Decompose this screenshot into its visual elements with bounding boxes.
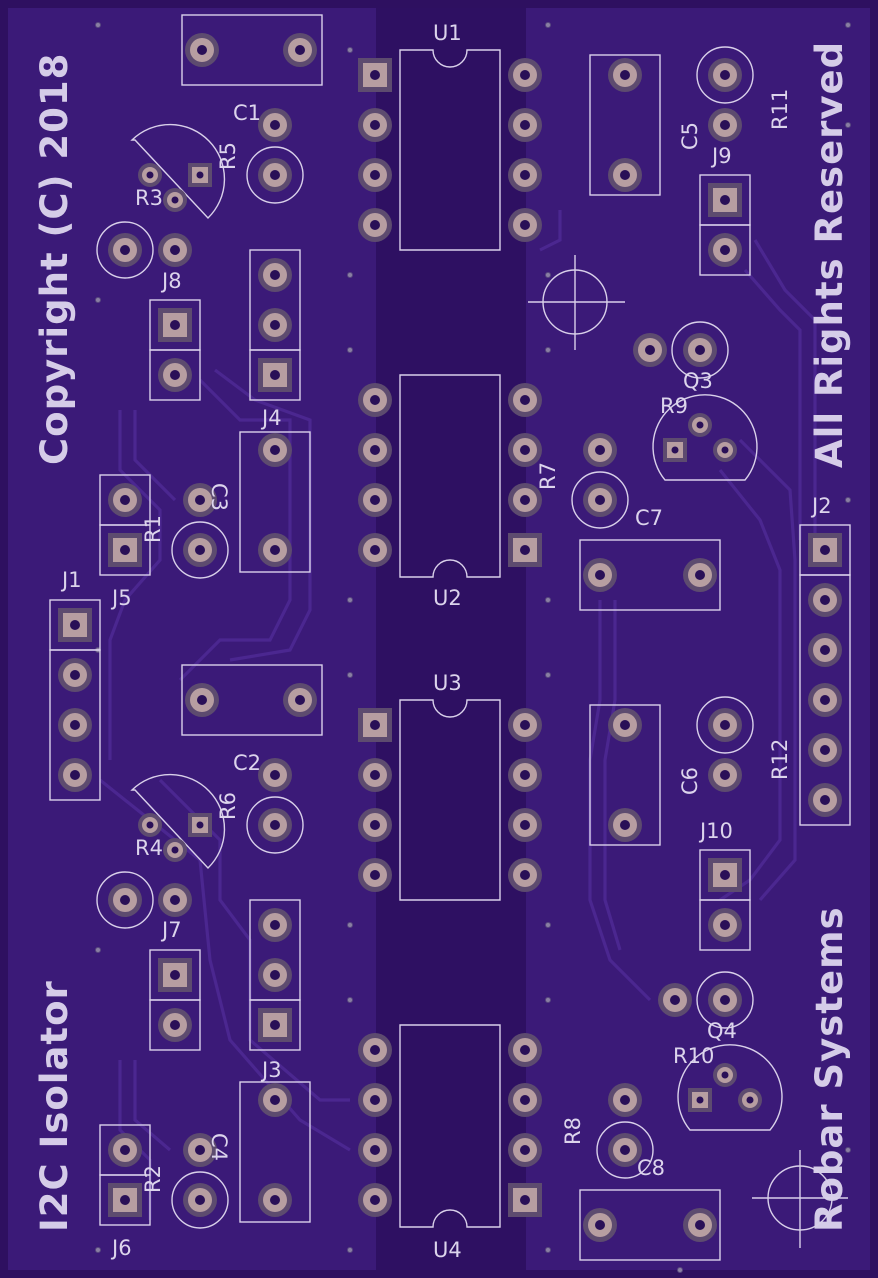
label-c3: C3 xyxy=(207,483,231,511)
transistor-q4 xyxy=(677,1044,783,1131)
part-r7-rect xyxy=(579,539,721,611)
label-c8: C8 xyxy=(637,1156,665,1180)
header-j6 xyxy=(99,1124,151,1226)
label-j6: J6 xyxy=(110,1236,132,1260)
label-c7: C7 xyxy=(635,506,663,530)
header-j5 xyxy=(99,474,151,576)
label-r4: R4 xyxy=(135,836,163,860)
part-r8-rect xyxy=(579,1189,721,1261)
label-j1: J1 xyxy=(60,568,82,592)
label-j10: J10 xyxy=(698,819,733,843)
label-r6: R6 xyxy=(216,792,240,820)
label-c4: C4 xyxy=(207,1133,231,1161)
label-j3: J3 xyxy=(260,1058,282,1082)
ic-u1 xyxy=(358,49,542,251)
fiducial-bottom xyxy=(752,1150,848,1248)
header-j4 xyxy=(249,249,301,401)
label-c5: C5 xyxy=(678,122,702,150)
rights-text: All Rights Reserved xyxy=(808,41,851,468)
ic-u4 xyxy=(358,1024,542,1228)
label-r12: R12 xyxy=(768,739,792,780)
label-c1: C1 xyxy=(233,101,261,125)
transistor-q2 xyxy=(130,773,226,870)
fiducial-top xyxy=(528,255,625,350)
part-c6-rect xyxy=(589,704,661,846)
res-r10 xyxy=(658,971,754,1029)
res-r4 xyxy=(96,871,192,929)
company-text: Robar Systems xyxy=(808,906,851,1232)
header-j10 xyxy=(699,849,751,951)
label-j8: J8 xyxy=(160,269,182,293)
label-r10: R10 xyxy=(673,1044,714,1068)
label-u1: U1 xyxy=(433,21,462,45)
label-q3: Q3 xyxy=(683,369,713,393)
res-r3 xyxy=(96,221,192,279)
cap-c3 xyxy=(171,483,229,579)
label-q4: Q4 xyxy=(707,1019,737,1043)
cap-c4 xyxy=(171,1133,229,1229)
part-j4-rect xyxy=(239,431,311,573)
vias xyxy=(95,22,851,1273)
label-j5: J5 xyxy=(110,586,132,610)
label-j7: J7 xyxy=(160,918,182,942)
cap-c2 xyxy=(246,758,304,854)
label-r11: R11 xyxy=(768,89,792,130)
header-j9 xyxy=(699,174,751,276)
transistor-q3 xyxy=(652,394,758,481)
isolation-channel xyxy=(376,8,526,1270)
res-r12 xyxy=(696,696,754,792)
header-j2 xyxy=(799,524,851,826)
label-u4: U4 xyxy=(433,1238,462,1262)
ic-u2 xyxy=(358,374,542,578)
part-r-top-left xyxy=(181,14,323,86)
label-r2: R2 xyxy=(141,1165,165,1193)
part-r-mid-left xyxy=(181,664,323,736)
label-u3: U3 xyxy=(433,671,462,695)
res-r11 xyxy=(696,46,754,142)
label-r5: R5 xyxy=(216,142,240,170)
header-j8 xyxy=(149,299,201,401)
res-r9 xyxy=(633,321,729,379)
cap-c8 xyxy=(596,1083,654,1179)
cap-c1 xyxy=(246,108,304,204)
label-r3: R3 xyxy=(135,186,163,210)
label-r7: R7 xyxy=(536,462,560,490)
label-j9: J9 xyxy=(710,144,732,168)
label-r1: R1 xyxy=(141,515,165,543)
title-text: I2C Isolator xyxy=(33,980,76,1232)
part-c5-rect xyxy=(589,54,661,196)
label-r8: R8 xyxy=(561,1117,585,1145)
label-j4: J4 xyxy=(260,406,282,430)
part-j3-rect xyxy=(239,1081,311,1223)
ic-u3 xyxy=(358,699,542,901)
header-j7 xyxy=(149,949,201,1051)
header-j1 xyxy=(49,599,101,801)
label-r9: R9 xyxy=(660,394,688,418)
header-j3 xyxy=(249,899,301,1051)
label-j2: J2 xyxy=(810,494,832,518)
label-u2: U2 xyxy=(433,586,462,610)
cap-c7 xyxy=(571,433,629,529)
designator-labels: U1 U2 U3 U4 C1 C2 C7 C8 R3 R4 R9 R10 Q3 … xyxy=(60,21,832,1262)
transistor-q1 xyxy=(130,123,226,220)
label-c2: C2 xyxy=(233,751,261,775)
label-c6: C6 xyxy=(678,767,702,795)
copyright-text: Copyright (C) 2018 xyxy=(33,53,76,465)
